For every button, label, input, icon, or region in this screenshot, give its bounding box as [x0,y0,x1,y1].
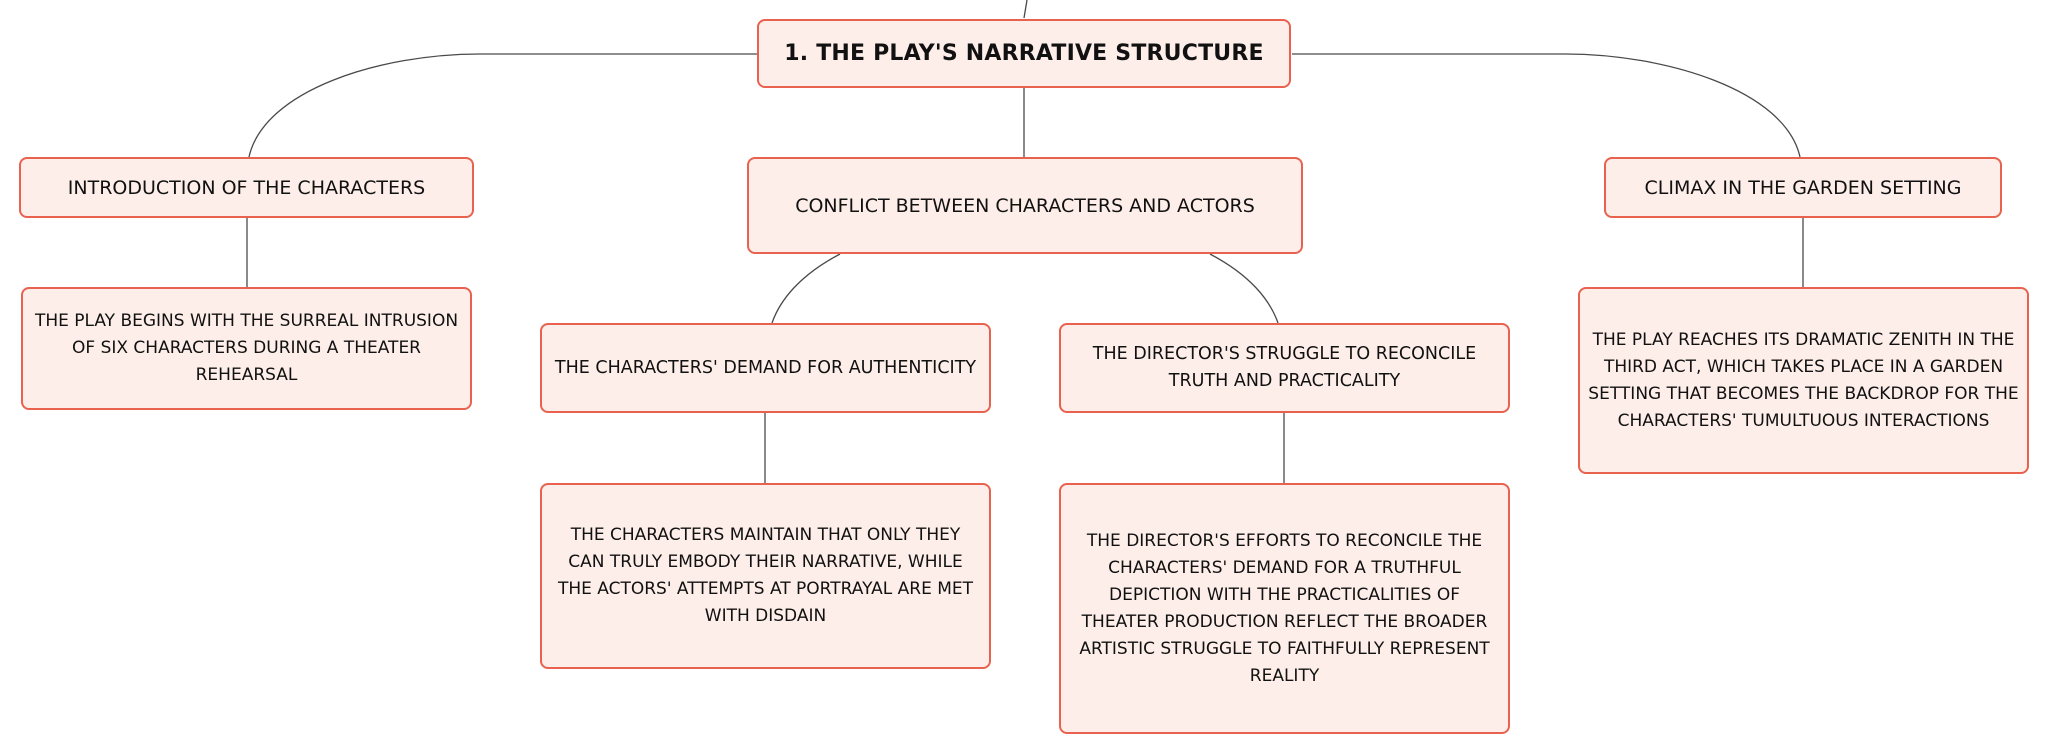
subtopic-director-struggle[interactable]: THE DIRECTOR'S STRUGGLE TO RECONCILE TRU… [1059,323,1510,413]
detail-introduction-text: THE PLAY BEGINS WITH THE SURREAL INTRUSI… [34,311,459,385]
topic-introduction-of-characters[interactable]: INTRODUCTION OF THE CHARACTERS [19,157,474,218]
root-topic-label: 1. THE PLAY'S NARRATIVE STRUCTURE [784,41,1264,66]
topic-introduction-label: INTRODUCTION OF THE CHARACTERS [67,176,426,199]
topic-climax-label: CLIMAX IN THE GARDEN SETTING [1644,176,1962,199]
connector-root-to-climax [1292,53,1801,158]
detail-introduction[interactable]: THE PLAY BEGINS WITH THE SURREAL INTRUSI… [21,287,472,410]
topic-climax-garden-setting[interactable]: CLIMAX IN THE GARDEN SETTING [1604,157,2002,218]
topic-conflict-label: CONFLICT BETWEEN CHARACTERS AND ACTORS [795,194,1255,217]
connector-conflict-to-director [1209,253,1279,324]
subtopic-director-label: THE DIRECTOR'S STRUGGLE TO RECONCILE TRU… [1092,344,1477,391]
subtopic-characters-demand-authenticity[interactable]: THE CHARACTERS' DEMAND FOR AUTHENTICITY [540,323,991,413]
connector-root-to-introduction [248,53,757,158]
connector-root-parent [1023,0,1028,19]
detail-climax-text: THE PLAY REACHES ITS DRAMATIC ZENITH IN … [1588,329,2019,431]
detail-climax-garden-setting[interactable]: THE PLAY REACHES ITS DRAMATIC ZENITH IN … [1578,287,2029,474]
detail-director-text: THE DIRECTOR'S EFFORTS TO RECONCILE THE … [1079,530,1490,686]
topic-conflict-characters-actors[interactable]: CONFLICT BETWEEN CHARACTERS AND ACTORS [747,157,1303,254]
subtopic-authenticity-label: THE CHARACTERS' DEMAND FOR AUTHENTICITY [554,357,977,378]
detail-authenticity-text: THE CHARACTERS MAINTAIN THAT ONLY THEY C… [557,525,974,626]
detail-characters-demand-authenticity[interactable]: THE CHARACTERS MAINTAIN THAT ONLY THEY C… [540,483,991,669]
connector-conflict-to-authenticity [771,253,841,324]
detail-director-struggle[interactable]: THE DIRECTOR'S EFFORTS TO RECONCILE THE … [1059,483,1510,734]
root-topic[interactable]: 1. THE PLAY'S NARRATIVE STRUCTURE [757,19,1291,88]
